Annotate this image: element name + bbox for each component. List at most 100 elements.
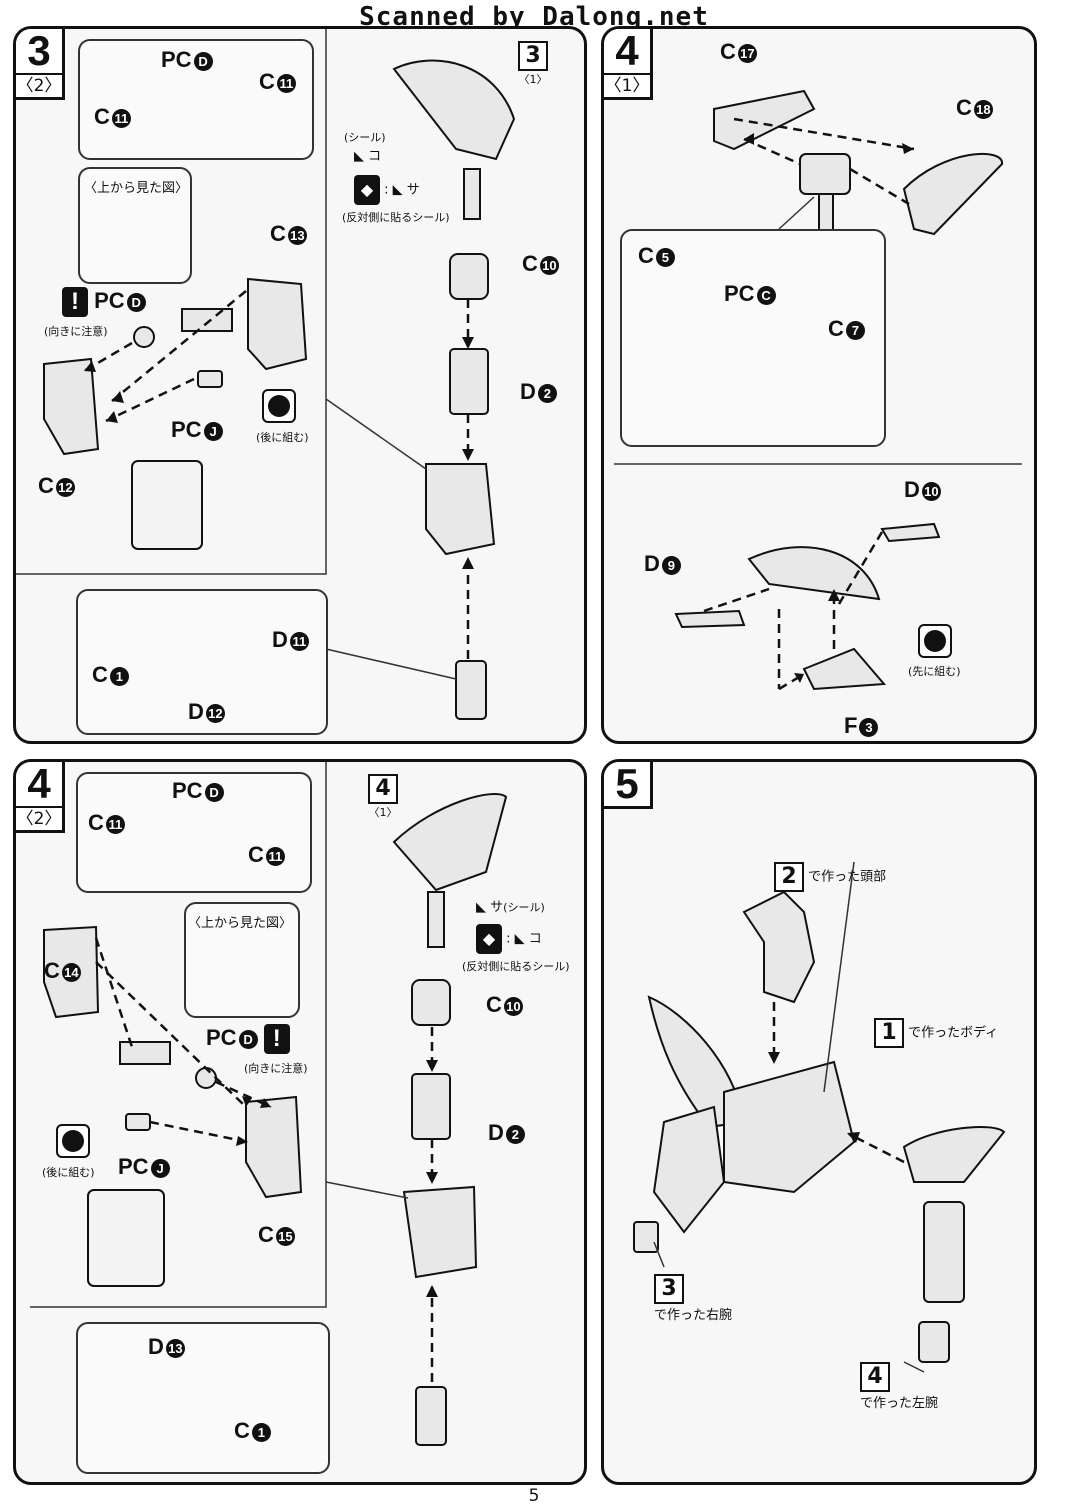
part-d9-shape [674, 609, 746, 629]
subpanel-hand [76, 1322, 330, 1474]
shoulder-joint-shape [799, 153, 851, 195]
left-shoulder-shape [902, 1126, 1006, 1183]
later-assembly-icon [262, 389, 296, 423]
label-caution: (向きに注意) [244, 1062, 308, 1075]
part-pcj-shape [197, 370, 223, 388]
part-d2-shape [411, 1073, 451, 1140]
shoulder-peg [463, 168, 481, 220]
part-c10-shape [411, 979, 451, 1026]
reverse-icon: ◆ [354, 175, 380, 205]
shoulder-armor-shape [747, 546, 881, 601]
seal-a: ◣ サ(シール) [476, 900, 545, 915]
ref-step-3-1: 3〈1〉 [518, 41, 548, 86]
head-shape [742, 890, 816, 1004]
caution-icon: ! [263, 1024, 290, 1054]
label-later: (後に組む) [256, 431, 309, 444]
left-arm-shape [923, 1201, 965, 1303]
seal-b: ◆ : ◣ コ [476, 924, 542, 954]
right-hand-shape [633, 1221, 659, 1253]
step-subnumber: 〈2〉 [16, 806, 62, 830]
label-first: (先に組む) [908, 665, 961, 678]
step-subnumber: 〈1〉 [604, 73, 650, 97]
part-c15-shape [245, 1095, 303, 1199]
label-reverse: (反対側に貼るシール) [342, 211, 450, 224]
bracket-shape [119, 1041, 171, 1065]
part-d10-shape [880, 522, 941, 543]
label-seal: (シール) [503, 901, 545, 914]
hand-shape [455, 660, 487, 720]
label-body: 1 で作ったボディ [874, 1018, 998, 1048]
bracket-shape [181, 308, 233, 332]
seal-a: ◣ コ [354, 149, 382, 164]
label-reverse: (反対側に貼るシール) [462, 960, 570, 973]
step-number-box: 3 〈2〉 [16, 29, 65, 100]
left-hand-shape [918, 1321, 950, 1363]
subpanel-hand [76, 589, 328, 735]
caution-icon: ! [62, 287, 88, 317]
step-number-box: 5 [604, 762, 653, 809]
label-seal: (シール) [344, 131, 386, 144]
inner-view-shape [131, 460, 203, 550]
reverse-icon: ◆ [476, 924, 502, 954]
part-d2-shape [449, 348, 489, 415]
step-number: 5 [615, 760, 639, 807]
step5-diagram [633, 861, 1006, 1373]
part-c12-shape [43, 357, 100, 456]
subpanel-top-view [184, 902, 300, 1018]
right-arm-shape [652, 1105, 726, 1234]
body-shape [723, 1060, 856, 1194]
part-c18-shape [902, 153, 1003, 236]
step-number: 4 [27, 760, 51, 807]
later-assembly-mark [918, 624, 952, 658]
ref-step-4-1: 4〈1〉 [368, 774, 398, 819]
later-assembly-mark [56, 1124, 90, 1158]
panel-step-4-1: 4 〈1〉 [601, 26, 1037, 744]
part-c10-shape [449, 253, 489, 300]
hand-shape [415, 1386, 447, 1446]
later-assembly-icon [56, 1124, 90, 1158]
label-caution: (向きに注意) [44, 325, 108, 338]
step-number: 3 [27, 27, 51, 74]
page-number: 5 [528, 1486, 540, 1506]
subpanel-top-view [78, 167, 192, 284]
later-assembly-icon [918, 624, 952, 658]
part-f3-shape [802, 647, 887, 691]
label-top-view: 〈上から見た図〉 [84, 181, 189, 196]
part-c13-shape [247, 277, 308, 371]
part-pcj-shape [125, 1113, 151, 1131]
part-pcd-mid-shape [195, 1067, 217, 1089]
step-number-box: 4 〈2〉 [16, 762, 65, 833]
step-subnumber: 〈2〉 [16, 73, 62, 97]
